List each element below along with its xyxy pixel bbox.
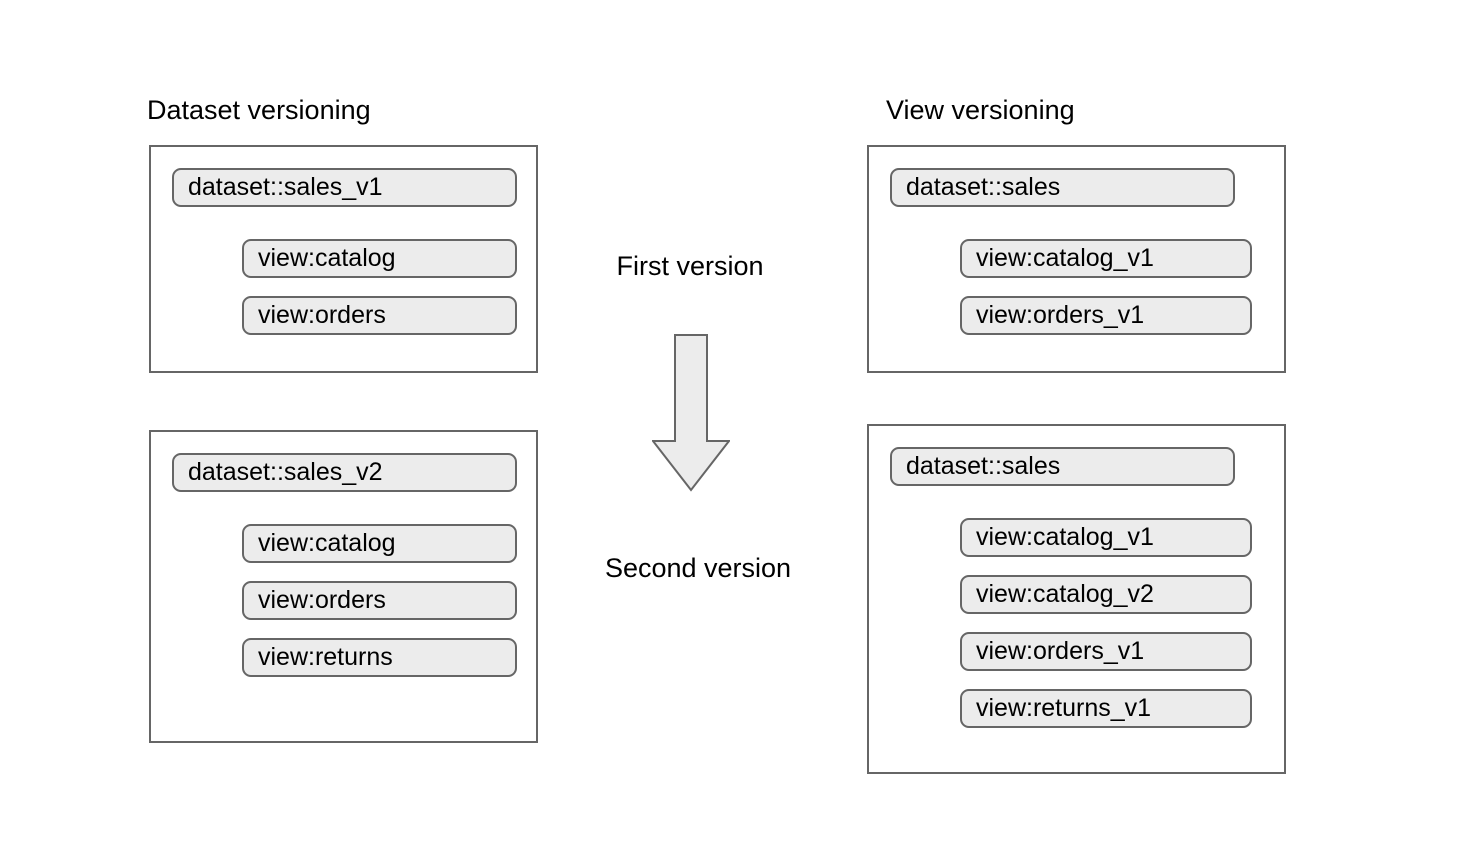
dataset-versioning-title: Dataset versioning [147,95,371,125]
second-version-label: Second version [604,553,792,583]
dataset-node[interactable]: dataset::sales_v1 [172,168,517,207]
dataset-node[interactable]: dataset::sales_v2 [172,453,517,492]
down-arrow-icon [652,334,730,492]
dataset-node[interactable]: dataset::sales [890,168,1235,207]
dataset-versioning-first-group: dataset::sales_v1 view:catalog view:orde… [149,145,538,373]
view-node[interactable]: view:orders [242,581,517,620]
view-node[interactable]: view:catalog_v2 [960,575,1252,614]
view-node[interactable]: view:orders [242,296,517,335]
view-versioning-first-group: dataset::sales view:catalog_v1 view:orde… [867,145,1286,373]
view-node[interactable]: view:catalog_v1 [960,518,1252,557]
dataset-versioning-second-group: dataset::sales_v2 view:catalog view:orde… [149,430,538,743]
first-version-label: First version [616,251,764,281]
dataset-node[interactable]: dataset::sales [890,447,1235,486]
view-node[interactable]: view:catalog_v1 [960,239,1252,278]
view-node[interactable]: view:orders_v1 [960,296,1252,335]
view-node[interactable]: view:returns_v1 [960,689,1252,728]
view-versioning-title: View versioning [886,95,1075,125]
view-node[interactable]: view:orders_v1 [960,632,1252,671]
view-node[interactable]: view:catalog [242,239,517,278]
view-node[interactable]: view:returns [242,638,517,677]
view-node[interactable]: view:catalog [242,524,517,563]
view-versioning-second-group: dataset::sales view:catalog_v1 view:cata… [867,424,1286,774]
